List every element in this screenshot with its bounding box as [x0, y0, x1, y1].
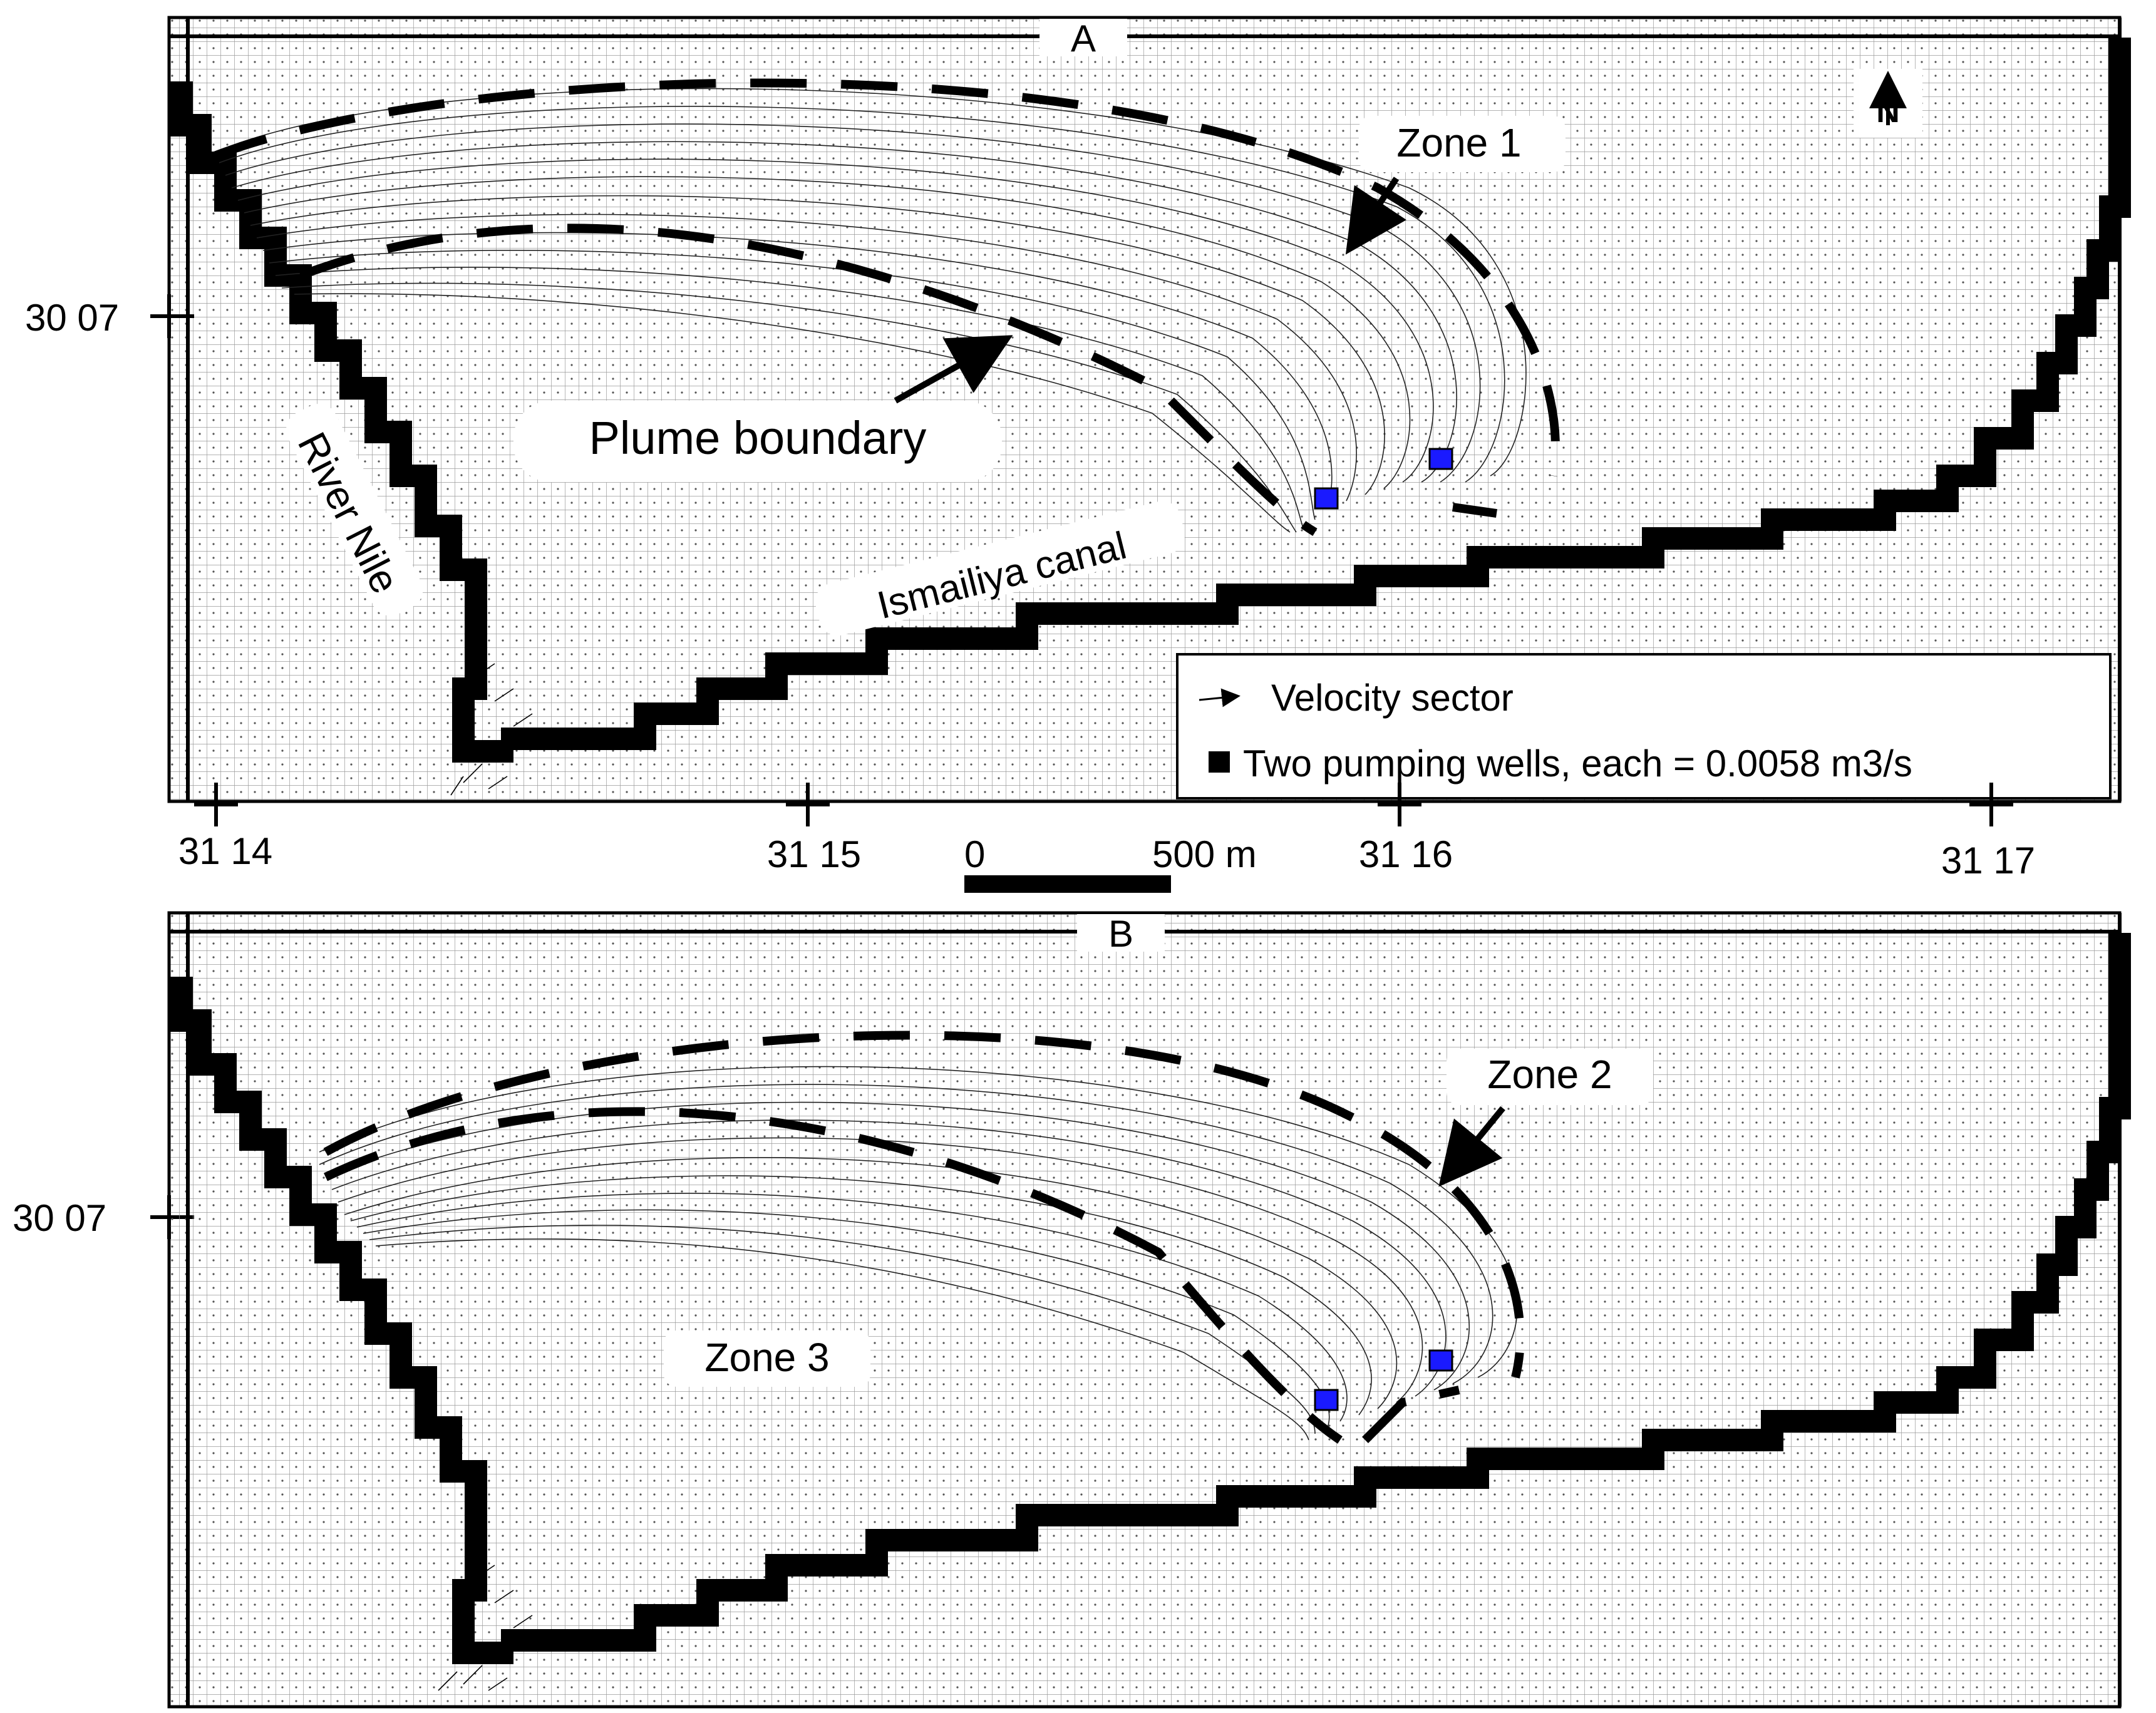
plume-boundary-b	[323, 1031, 1525, 1444]
lat-label-b: 30 07	[13, 1197, 106, 1239]
river-nile-boundary-a	[170, 81, 513, 763]
pumping-well-b-2	[1428, 1349, 1453, 1372]
ismailiya-canal-boundary-a	[501, 38, 2131, 750]
velocity-arrows-b	[438, 1565, 533, 1691]
zone-2-arrow	[1438, 1106, 1505, 1187]
velocity-arrow-icon	[1199, 688, 1240, 707]
zone-2-label: Zone 2	[1487, 1052, 1612, 1097]
panel-letter-a: A	[1071, 18, 1096, 59]
lat-label-a: 30 07	[25, 297, 119, 339]
plume-boundary-arrow	[894, 335, 1013, 404]
pumping-well-a-1	[1314, 487, 1339, 510]
north-label: N	[1876, 93, 1900, 130]
zone-3-label: Zone 3	[704, 1335, 829, 1380]
zone-1-arrow	[1345, 177, 1406, 255]
panel-letter-b: B	[1108, 913, 1133, 955]
ismailiya-canal-boundary-b	[501, 933, 2131, 1652]
lon-label-3: 31 16	[1359, 833, 1453, 875]
panel-b: B Zone 2 Zone 3	[167, 911, 2131, 1709]
well-square-icon	[1209, 751, 1230, 773]
pumping-well-b-1	[1314, 1389, 1339, 1411]
panel-a: A N Zone 1 Plume boundary River Nile Ism…	[167, 16, 2131, 803]
scale-bar: 0 500 m	[964, 833, 1257, 893]
coordinate-labels: 30 07 30 07 31 14 31 15 31 16 31 17	[13, 294, 2035, 1239]
legend-wells-label: Two pumping wells, each = 0.0058 m3/s	[1243, 743, 1912, 784]
legend-velocity-label: Velocity sector	[1271, 677, 1514, 719]
north-arrow: N	[1854, 69, 1922, 138]
zone-1-label: Zone 1	[1396, 120, 1521, 165]
plume-boundary-a	[211, 78, 1560, 537]
velocity-arrows-a	[450, 663, 533, 796]
lon-label-4: 31 17	[1941, 840, 2035, 882]
plume-boundary-label: Plume boundary	[589, 412, 927, 464]
legend: Velocity sector Two pumping wells, each …	[1176, 653, 2112, 800]
lon-label-1: 31 14	[178, 830, 272, 872]
scale-bar-end: 500 m	[1152, 833, 1257, 875]
scale-bar-start: 0	[964, 833, 985, 875]
pumping-well-a-2	[1428, 448, 1453, 470]
panel-b-frame	[167, 911, 2122, 1709]
river-nile-boundary-b	[170, 977, 513, 1664]
lon-label-2: 31 15	[767, 833, 861, 875]
